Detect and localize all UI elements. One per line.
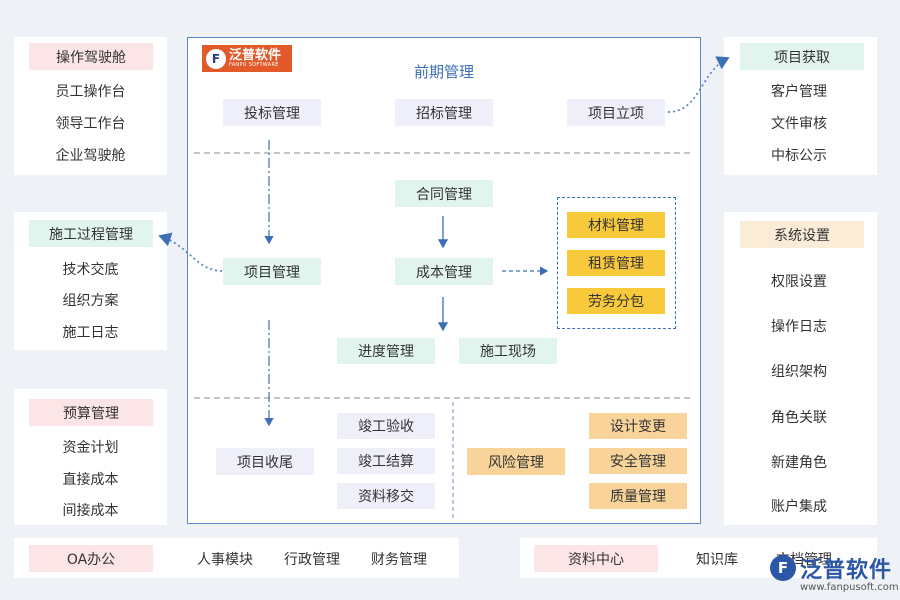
progress-node[interactable]: 进度管理 (337, 338, 435, 364)
settings-item[interactable]: 操作日志 (771, 319, 827, 335)
tendering-node[interactable]: 招标管理 (395, 99, 493, 126)
safety-node[interactable]: 安全管理 (589, 448, 687, 474)
document-handover-node[interactable]: 资料移交 (337, 483, 435, 509)
settings-item[interactable]: 新建角色 (771, 455, 827, 471)
resources-group (557, 197, 676, 329)
budget-title[interactable]: 预算管理 (29, 399, 153, 426)
cockpit-item[interactable]: 企业驾驶舱 (55, 148, 126, 164)
arrow-project-to-process (158, 232, 223, 272)
oa-item[interactable]: 人事模块 (197, 552, 253, 568)
watermark-logo-icon: F (770, 555, 796, 581)
settings-item[interactable]: 权限设置 (771, 274, 827, 290)
budget-item[interactable]: 间接成本 (62, 503, 119, 519)
early-stage-title: 前期管理 (413, 63, 474, 81)
materials-node[interactable]: 材料管理 (567, 212, 665, 238)
logo-subtitle: FANPU SOFTWARE (229, 62, 279, 68)
acquire-item[interactable]: 中标公示 (771, 148, 827, 164)
contract-node[interactable]: 合同管理 (395, 180, 493, 207)
settings-item[interactable]: 组织架构 (771, 364, 827, 380)
risk-node[interactable]: 风险管理 (467, 448, 565, 475)
cockpit-title[interactable]: 操作驾驶舱 (29, 43, 153, 70)
watermark: F 泛普软件 www.fanpusoft.com (770, 552, 899, 593)
settings-item[interactable]: 角色关联 (771, 410, 827, 426)
logo-mark-icon: F (206, 48, 226, 69)
process-item[interactable]: 组织方案 (62, 293, 119, 309)
process-item[interactable]: 施工日志 (62, 325, 119, 341)
leasing-node[interactable]: 租赁管理 (567, 250, 665, 276)
design-change-node[interactable]: 设计变更 (589, 413, 687, 439)
watermark-name: 泛普软件 (800, 558, 893, 583)
bidding-node[interactable]: 投标管理 (223, 99, 321, 126)
resource-center-title[interactable]: 资料中心 (534, 545, 658, 572)
project-approval-node[interactable]: 项目立项 (567, 99, 665, 126)
acquire-item[interactable]: 客户管理 (771, 84, 827, 100)
quality-node[interactable]: 质量管理 (589, 483, 687, 509)
construction-site-node[interactable]: 施工现场 (459, 338, 557, 364)
budget-item[interactable]: 直接成本 (62, 472, 119, 488)
cockpit-item[interactable]: 员工操作台 (55, 84, 126, 100)
arrow-approval-to-acquire (667, 56, 730, 113)
fanpu-logo: F 泛普软件 FANPU SOFTWARE (202, 45, 292, 72)
completion-acceptance-node[interactable]: 竣工验收 (337, 413, 435, 439)
resource-center-item[interactable]: 知识库 (696, 552, 738, 568)
completion-settlement-node[interactable]: 竣工结算 (337, 448, 435, 474)
process-title[interactable]: 施工过程管理 (29, 220, 153, 247)
cost-node[interactable]: 成本管理 (395, 258, 493, 285)
cockpit-item[interactable]: 领导工作台 (55, 116, 126, 132)
watermark-url: www.fanpusoft.com (800, 582, 899, 593)
acquire-item[interactable]: 文件审核 (771, 116, 827, 132)
project-closing-node[interactable]: 项目收尾 (216, 448, 314, 475)
labor-subcontract-node[interactable]: 劳务分包 (567, 288, 665, 314)
oa-item[interactable]: 行政管理 (284, 552, 340, 568)
project-management-node[interactable]: 项目管理 (223, 258, 321, 285)
process-item[interactable]: 技术交底 (62, 262, 119, 278)
settings-item[interactable]: 账户集成 (771, 499, 827, 515)
oa-item[interactable]: 财务管理 (371, 552, 427, 568)
oa-title[interactable]: OA办公 (29, 545, 153, 572)
budget-item[interactable]: 资金计划 (62, 440, 119, 456)
logo-name: 泛普软件 (229, 48, 282, 63)
settings-panel (724, 212, 877, 525)
acquire-title[interactable]: 项目获取 (740, 43, 864, 70)
settings-title[interactable]: 系统设置 (740, 221, 864, 248)
